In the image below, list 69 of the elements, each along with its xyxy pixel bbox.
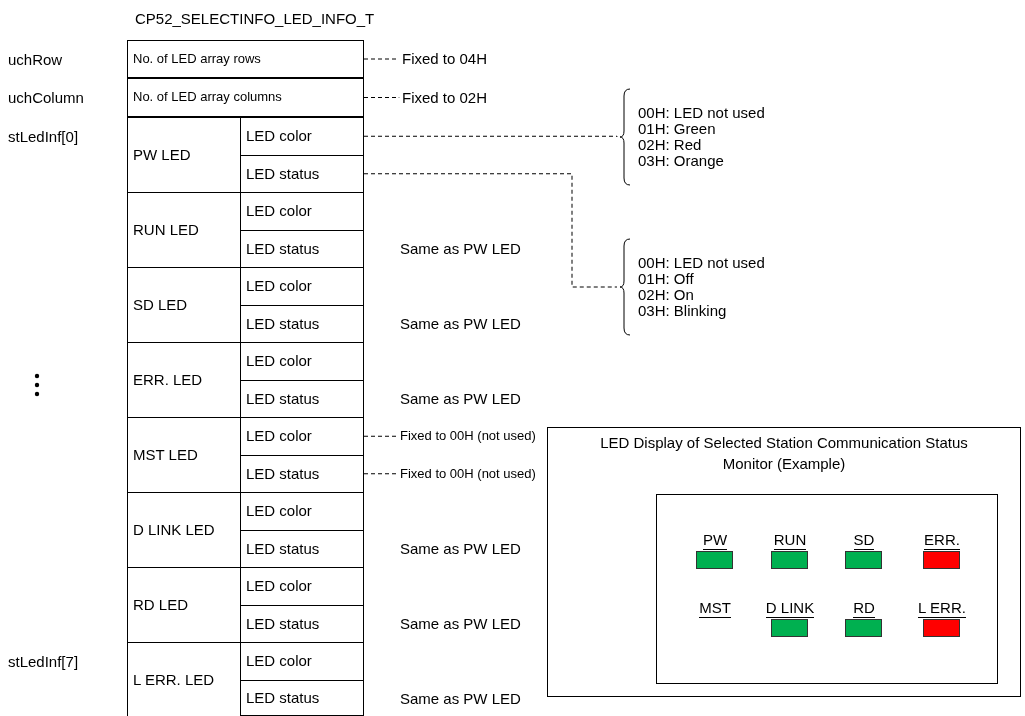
leader-line xyxy=(363,473,398,475)
led-label: D LINK xyxy=(765,600,815,618)
field-text: MST LED xyxy=(133,446,198,464)
field-text: RD LED xyxy=(133,596,188,614)
field-text: LED color xyxy=(246,578,312,595)
field-cell xyxy=(240,117,364,156)
field-cell xyxy=(127,117,241,193)
field-text: LED status xyxy=(246,240,320,257)
value-text: 01H: Off xyxy=(638,271,694,287)
field-text: LED status xyxy=(246,689,320,706)
field-text: SD LED xyxy=(133,296,188,314)
field-text: LED status xyxy=(246,315,320,332)
note-text: Same as PW LED xyxy=(400,689,521,707)
field-text: Fixed to 00H (not used) xyxy=(400,428,536,444)
struct-title: CP52_SELECTINFO_LED_INFO_T xyxy=(135,10,375,27)
note-text: Same as PW LED xyxy=(400,389,521,407)
field-cell xyxy=(127,78,364,117)
value-text: 01H: Green xyxy=(638,121,716,137)
value-text: 00H: LED not used xyxy=(638,255,765,271)
field-text: LED status xyxy=(246,615,320,632)
led-label: RD xyxy=(853,600,875,618)
field-text: No. of LED array rows xyxy=(133,51,261,67)
field-cell xyxy=(127,40,364,78)
field-text: LED status xyxy=(246,540,320,557)
field-text: LED color xyxy=(246,653,312,670)
field-text: D LINK LED xyxy=(133,521,215,539)
leader-line xyxy=(363,135,618,138)
field-text: LED color xyxy=(246,428,312,445)
member-name: uchRow xyxy=(8,50,63,68)
note-text: Same as PW LED xyxy=(400,314,521,332)
value-text: 03H: Blinking xyxy=(638,303,727,319)
member-name: stLedInf[0] xyxy=(8,127,79,145)
leader-line xyxy=(363,435,398,437)
field-text: Fixed to 04H xyxy=(402,50,488,68)
field-text: LED color xyxy=(246,128,312,145)
member-name: stLedInf[7] xyxy=(8,652,79,670)
field-text: ERR. LED xyxy=(133,371,203,389)
led-label: ERR. xyxy=(924,532,960,550)
inner-display-box xyxy=(656,494,998,684)
note-text: Same as PW LED xyxy=(400,239,521,257)
field-cell xyxy=(240,679,364,716)
field-text: Fixed to 02H xyxy=(402,89,488,107)
field-text: L ERR. LED xyxy=(133,671,215,689)
field-text: LED color xyxy=(246,278,312,295)
value-text: 03H: Orange xyxy=(638,153,724,169)
field-text: PW LED xyxy=(133,146,191,164)
field-text: LED status xyxy=(246,165,320,182)
note-text: Same as PW LED xyxy=(400,614,521,632)
field-text: RUN LED xyxy=(133,221,199,239)
display-panel xyxy=(547,427,1021,697)
field-text: No. of LED array columns xyxy=(133,90,282,105)
field-text: LED color xyxy=(246,353,312,370)
field-text: LED color xyxy=(246,503,312,520)
led-label: MST xyxy=(699,600,731,618)
value-text: 00H: LED not used xyxy=(638,105,765,121)
member-name: uchColumn xyxy=(8,88,84,106)
panel-title: LED Display of Selected Station Communication Status Monitor (Example) xyxy=(599,433,969,474)
leader-line xyxy=(363,173,618,288)
field-text: LED color xyxy=(246,203,312,220)
field-text: Fixed to 00H (not used) xyxy=(400,466,536,482)
led-label: RUN xyxy=(773,532,807,550)
led-label: PW xyxy=(702,532,728,550)
field-text: LED status xyxy=(246,390,320,407)
led-label: SD xyxy=(853,532,875,550)
note-text: Same as PW LED xyxy=(400,539,521,557)
value-text: 02H: Red xyxy=(638,137,702,153)
field-text: LED status xyxy=(246,465,320,482)
led-label: L ERR. xyxy=(918,600,966,618)
value-text: 02H: On xyxy=(638,287,694,303)
